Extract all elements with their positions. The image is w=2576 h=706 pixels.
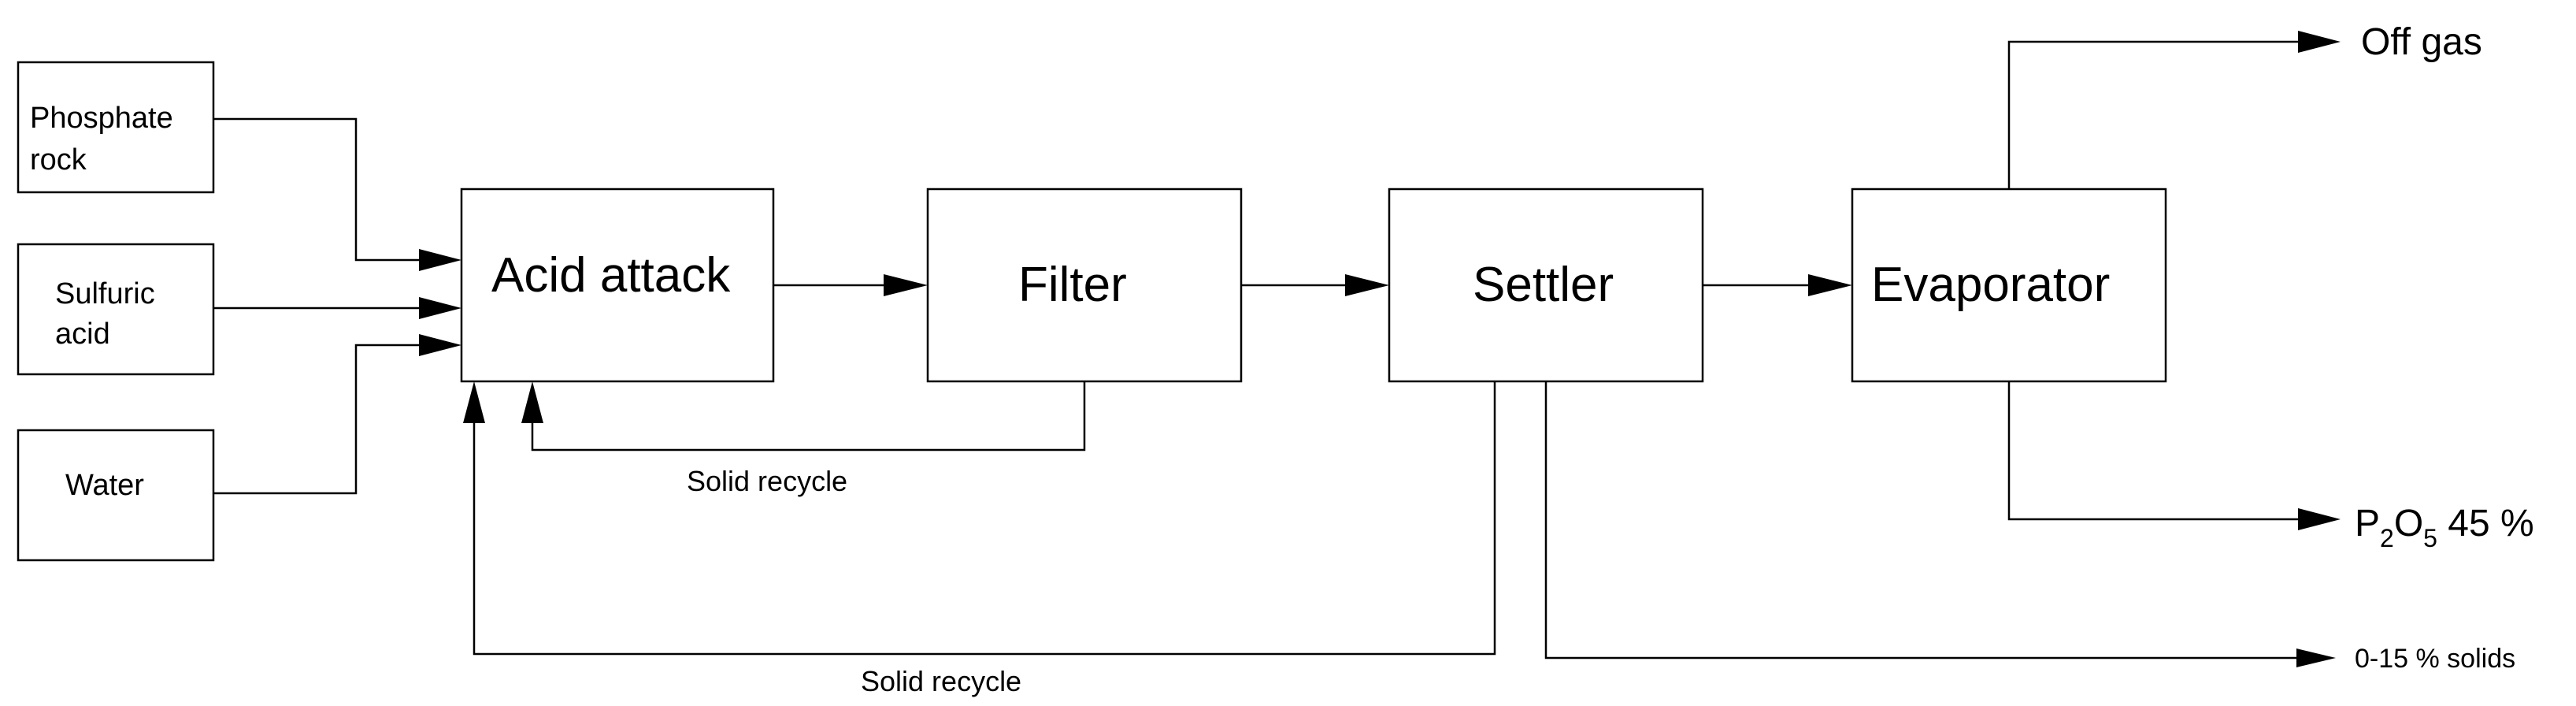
water-node: Water	[17, 429, 215, 562]
solids-output-label: 0-15 % solids	[2355, 644, 2515, 674]
phosphate-rock-node: Phosphate rock	[17, 61, 215, 194]
water-label: Water	[65, 469, 144, 502]
acid-attack-to-filter-arrow	[773, 274, 928, 296]
phosphate-rock-feed-arrow	[213, 117, 461, 271]
sulfuric-acid-feed-arrow	[213, 297, 461, 319]
off-gas-arrow	[2007, 31, 2341, 189]
sulfuric-acid-node: Sulfuric acid	[17, 243, 215, 376]
settler-label: Settler	[1473, 258, 1614, 312]
product-label: P2O5 45 %	[2355, 503, 2534, 552]
phosphate-rock-label-line2: rock	[30, 143, 87, 176]
settler-node: Settler	[1388, 188, 1704, 383]
filter-label: Filter	[1018, 258, 1127, 312]
evaporator-label: Evaporator	[1871, 258, 2110, 312]
phosphate-rock-label-line1: Phosphate	[30, 102, 173, 135]
water-feed-arrow	[213, 334, 461, 495]
solids-output-arrow	[1544, 381, 2336, 667]
settler-to-evaporator-arrow	[1703, 274, 1852, 296]
settler-solid-recycle-arrow	[463, 381, 1496, 656]
sulfuric-acid-label-line2: acid	[55, 318, 110, 351]
off-gas-label: Off gas	[2361, 21, 2482, 63]
evaporator-node: Evaporator	[1851, 188, 2167, 383]
filter-to-settler-arrow	[1241, 274, 1389, 296]
sulfuric-acid-label-line1: Sulfuric	[55, 277, 155, 310]
settler-solid-recycle-label: Solid recycle	[861, 665, 1021, 697]
acid-attack-label: Acid attack	[491, 248, 731, 303]
filter-solid-recycle-label: Solid recycle	[687, 465, 847, 497]
filter-solid-recycle-arrow	[521, 381, 1086, 451]
product-arrow	[2007, 381, 2341, 530]
acid-attack-node: Acid attack	[460, 188, 775, 383]
filter-node: Filter	[926, 188, 1243, 383]
